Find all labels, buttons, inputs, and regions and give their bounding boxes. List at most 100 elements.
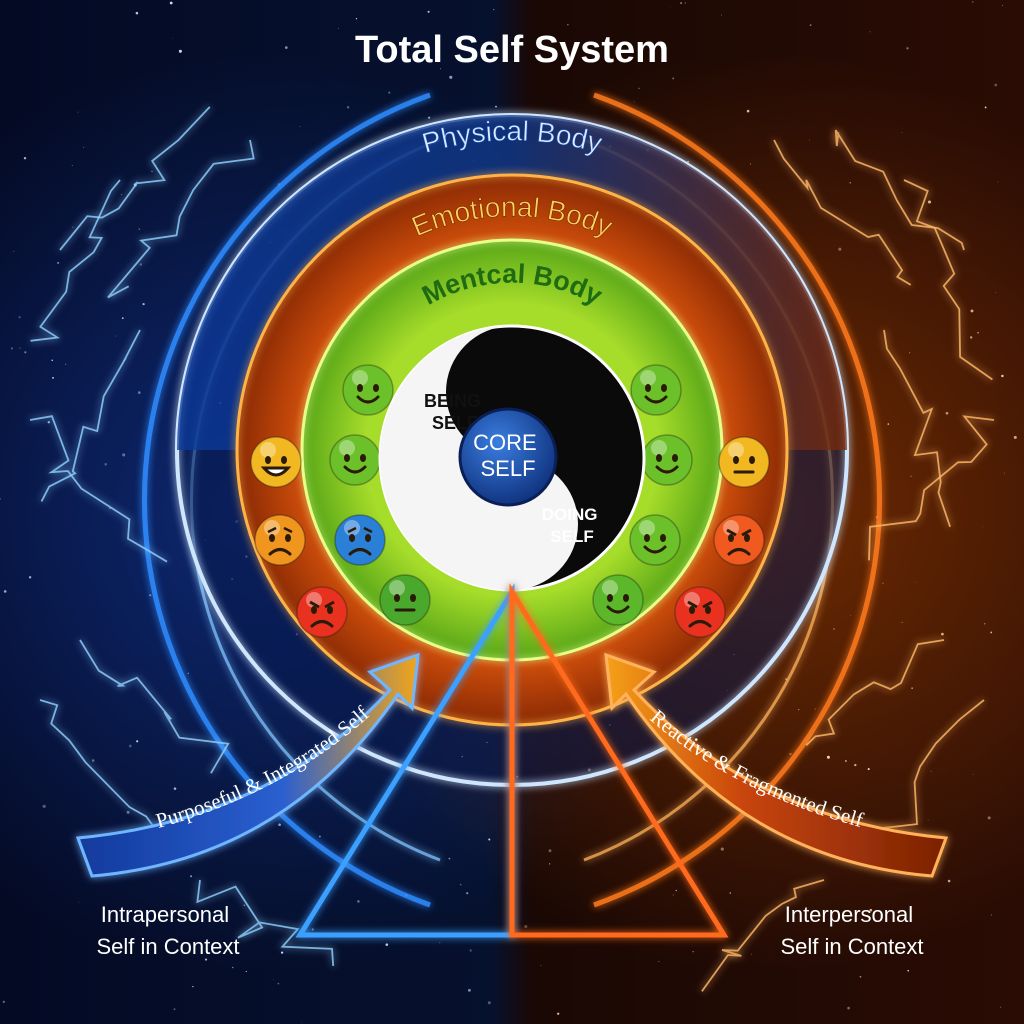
star: [346, 106, 350, 109]
face-mouth: [688, 620, 712, 628]
star: [729, 892, 732, 894]
face-disc: [296, 586, 348, 638]
star: [567, 23, 569, 26]
lightning-bolt: [107, 139, 255, 299]
face-brows: [726, 528, 752, 537]
star: [854, 763, 857, 767]
star: [232, 966, 234, 969]
lightning-bolt: [868, 415, 995, 561]
star: [524, 924, 528, 929]
star: [1004, 472, 1006, 474]
star: [990, 631, 993, 634]
star: [941, 632, 944, 636]
star: [809, 24, 812, 27]
star: [151, 170, 153, 173]
star: [319, 835, 321, 838]
happy-face-icon: [329, 434, 381, 486]
lightning-bolt: [59, 106, 211, 251]
star: [1013, 435, 1017, 439]
star: [355, 18, 358, 20]
star: [169, 1, 173, 5]
face-highlight: [640, 370, 656, 386]
page-title: Total Self System: [355, 29, 669, 71]
face-disc: [342, 364, 394, 416]
lightning-bolt: [29, 415, 168, 563]
face-highlight: [260, 442, 276, 458]
face-mouth: [643, 545, 667, 554]
star: [91, 759, 95, 762]
star: [172, 37, 174, 39]
star: [23, 156, 27, 160]
star: [178, 49, 182, 53]
angry-face-icon: [674, 586, 726, 638]
star: [684, 2, 686, 4]
star: [990, 914, 993, 916]
star: [78, 901, 80, 903]
star: [869, 31, 871, 33]
star: [47, 421, 50, 424]
star: [808, 139, 811, 141]
face-highlight: [602, 580, 618, 596]
face-eye: [281, 456, 287, 464]
lightning-bolt: [196, 879, 335, 966]
face-highlight: [306, 592, 322, 608]
face-highlight: [339, 440, 355, 456]
face-eye: [623, 594, 629, 602]
star: [135, 11, 139, 15]
face-mouth: [260, 466, 292, 477]
star: [459, 883, 462, 886]
face-disc: [629, 514, 681, 566]
star: [13, 250, 15, 252]
star: [814, 708, 816, 710]
star: [272, 979, 274, 980]
happy-face-icon: [592, 574, 644, 626]
face-disc: [329, 434, 381, 486]
happy-face-icon: [641, 434, 693, 486]
star: [65, 363, 67, 365]
star: [139, 263, 142, 266]
star: [687, 160, 690, 163]
star: [972, 773, 974, 775]
star: [901, 621, 903, 623]
lightning-bolt: [834, 129, 965, 251]
face-highlight: [723, 520, 739, 536]
star: [540, 965, 542, 967]
star: [245, 970, 247, 973]
star: [867, 768, 870, 771]
face-disc: [592, 574, 644, 626]
face-eye: [349, 534, 355, 542]
star: [972, 1, 974, 3]
star: [487, 1001, 491, 1005]
star: [57, 261, 60, 264]
lightning-bolt: [79, 639, 230, 774]
star: [280, 951, 284, 954]
star: [149, 594, 152, 597]
star: [634, 101, 635, 103]
face-disc: [379, 574, 431, 626]
star: [995, 291, 997, 293]
star: [927, 200, 932, 204]
star: [493, 9, 495, 11]
star: [984, 106, 987, 109]
sad-face-icon: [334, 514, 386, 566]
lightning-bolt: [40, 329, 141, 502]
star: [947, 879, 951, 883]
star: [18, 316, 21, 319]
face-eye: [672, 454, 678, 462]
star: [882, 582, 884, 584]
star: [51, 359, 53, 361]
star: [427, 10, 430, 13]
face-disc: [250, 436, 302, 488]
star: [910, 475, 912, 478]
star: [915, 581, 917, 583]
star: [789, 752, 792, 756]
star: [28, 576, 32, 579]
context-triangles: [295, 583, 729, 938]
star: [838, 247, 842, 251]
star: [190, 875, 193, 878]
face-eye: [394, 594, 400, 602]
face-highlight: [344, 520, 360, 536]
star: [173, 787, 177, 790]
face-eye: [644, 534, 650, 542]
face-mouth: [644, 395, 668, 404]
